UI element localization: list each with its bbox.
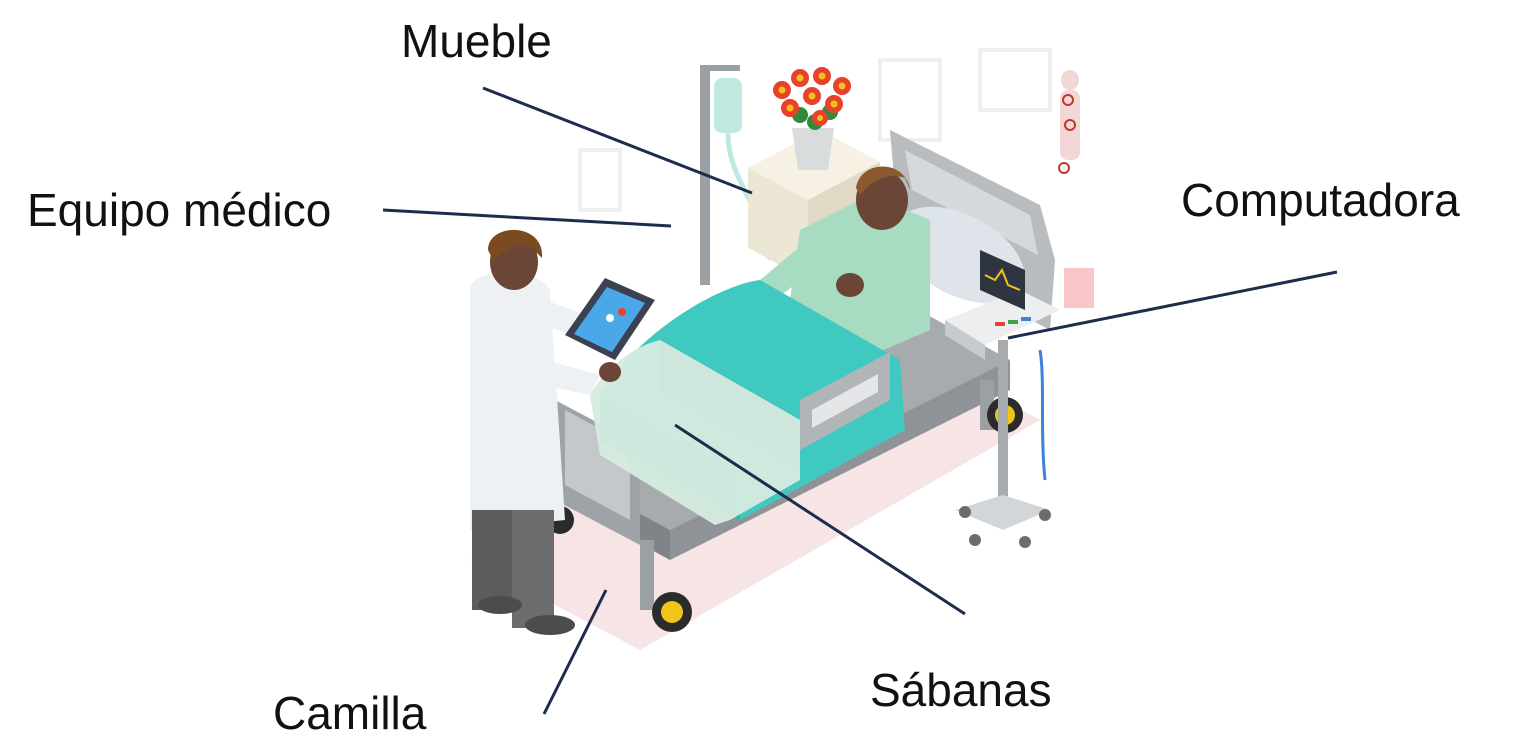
leader-line-computer	[1008, 272, 1337, 338]
label-sheets: Sábanas	[870, 667, 1052, 713]
label-stretcher: Camilla	[273, 690, 426, 736]
leader-line-medical-equipment	[383, 210, 671, 226]
wall-sign	[1064, 268, 1094, 308]
label-medical-equipment: Equipo médico	[27, 187, 331, 233]
leader-line-furniture	[483, 88, 752, 193]
label-computer: Computadora	[1181, 177, 1460, 223]
label-furniture: Mueble	[401, 18, 552, 64]
body-chart-icon	[1059, 70, 1080, 173]
